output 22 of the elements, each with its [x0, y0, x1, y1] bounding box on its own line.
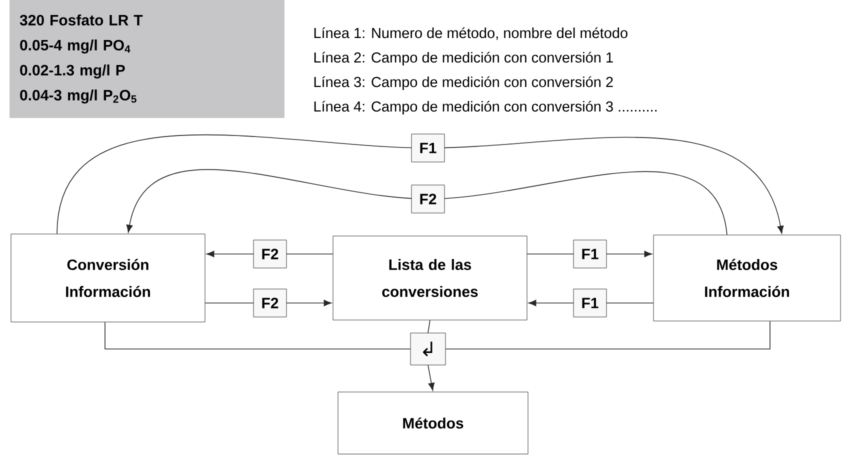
key-label: F2 [253, 288, 287, 318]
line-description: Línea 1: Numero de método, nombre del método [314, 27, 628, 40]
line-description: Línea 2: Campo de medición con conversión 1 [314, 52, 613, 66]
process-box: Métodos [338, 392, 528, 454]
process-box: Lista de las conversiones [332, 236, 528, 320]
enter-key: ↲ [410, 332, 446, 366]
connector-line [428, 320, 430, 334]
line-description: Línea 3: Campo de medición con conversión 2 [314, 76, 613, 90]
line-description: Línea 4: Campo de medición con conversión 3 .......... [314, 100, 657, 115]
display-box: 320 Fosfato LR T 0.05-4 mg/l PO$_{4}$ 0.02-1.3 mg/l P 0.04-3 mg/l P$_{2}$O$_{5}$ [10, 0, 284, 118]
key-label: F1 [573, 288, 607, 318]
key-label: F2 [411, 184, 445, 214]
process-box: Conversión Información [10, 234, 206, 322]
connector-line [445, 320, 770, 350]
connector-line [104, 322, 411, 350]
process-box: Métodos Información [653, 234, 841, 322]
key-label: F1 [411, 134, 445, 162]
key-label: F2 [253, 240, 287, 268]
arrow [56, 134, 784, 234]
arrow [428, 364, 435, 391]
key-label: F1 [573, 240, 607, 268]
arrow [126, 169, 728, 236]
